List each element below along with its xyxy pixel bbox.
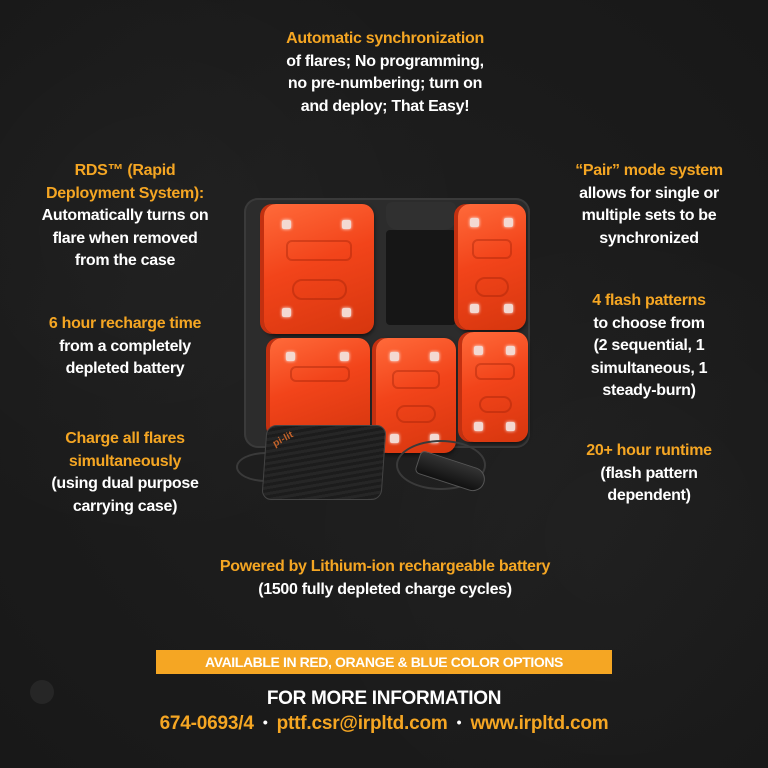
feature-recharge-heading: 6 hour recharge time xyxy=(48,315,202,332)
feature-runtime: 20+ hour runtime (flash pattern dependen… xyxy=(530,440,768,508)
feature-flash-line: to choose from xyxy=(593,314,705,332)
feature-flash-line: steady-burn) xyxy=(602,382,696,399)
feature-battery-heading: Powered by Lithium-ion rechargeable batt… xyxy=(219,558,551,575)
more-info-title: FOR MORE INFORMATION xyxy=(266,688,502,709)
flare-unit xyxy=(376,338,456,453)
contact-email-link[interactable]: pttf.csr@irpltd.com xyxy=(276,713,448,734)
feature-charge-all: Charge all flares simultaneously (using … xyxy=(0,428,250,518)
feature-sync-line: of flares; No programming, xyxy=(286,52,484,70)
feature-charge-line: (using dual purpose xyxy=(51,475,199,492)
color-options-banner: AVAILABLE IN RED, ORANGE & BLUE COLOR OP… xyxy=(156,650,612,674)
feature-flash-patterns: 4 flash patterns to choose from (2 seque… xyxy=(530,290,768,403)
flare-unit xyxy=(264,204,374,334)
feature-recharge-line: depleted battery xyxy=(65,360,185,377)
feature-flash-line: simultaneous, 1 xyxy=(590,359,708,377)
feature-pair-mode: “Pair” mode system allows for single or … xyxy=(530,160,768,250)
feature-flash-line: (2 sequential, 1 xyxy=(593,337,705,354)
contact-line: 674-0693/4 • pttf.csr@irpltd.com • www.i… xyxy=(120,713,648,735)
feature-rds-line: from the case xyxy=(74,252,176,269)
charger-brand-logo: pi-lit xyxy=(271,429,296,450)
separator-dot: • xyxy=(456,714,462,730)
feature-battery: Powered by Lithium-ion rechargeable batt… xyxy=(150,556,620,601)
flare-unit xyxy=(462,332,528,442)
feature-rds: RDS™ (Rapid Deployment System): Automati… xyxy=(0,160,250,273)
charger-cable xyxy=(396,440,486,490)
wall-charger: pi-lit xyxy=(261,425,387,500)
feature-pair-heading: “Pair” mode system xyxy=(575,162,723,179)
feature-rds-line: flare when removed xyxy=(52,229,198,247)
separator-dot: • xyxy=(262,714,268,730)
flare-unit xyxy=(270,338,370,438)
feature-charge-heading: simultaneously xyxy=(68,452,182,470)
product-image: pi-lit xyxy=(236,190,540,520)
feature-rds-line: Automatically turns on xyxy=(41,207,209,224)
handle-opening xyxy=(386,230,456,325)
feature-runtime-line: (flash pattern xyxy=(600,464,698,482)
feature-runtime-heading: 20+ hour runtime xyxy=(586,442,712,459)
feature-recharge-time: 6 hour recharge time from a completely d… xyxy=(0,313,250,381)
feature-pair-line: multiple sets to be xyxy=(581,207,717,224)
feature-battery-line: (1500 fully depleted charge cycles) xyxy=(258,580,512,598)
feature-rds-heading: RDS™ (Rapid xyxy=(74,162,176,179)
feature-pair-line: synchronized xyxy=(599,229,699,247)
contact-website-link[interactable]: www.irpltd.com xyxy=(470,713,609,734)
feature-recharge-line: from a completely xyxy=(59,337,191,355)
contact-phone[interactable]: 674-0693/4 xyxy=(159,713,254,734)
feature-sync-line: no pre-numbering; turn on xyxy=(287,75,483,92)
feature-sync-heading: Automatic synchronization xyxy=(286,30,484,47)
feature-automatic-sync: Automatic synchronization of flares; No … xyxy=(250,28,520,118)
feature-charge-heading: Charge all flares xyxy=(65,430,185,447)
case-handle xyxy=(386,202,456,230)
background-spot xyxy=(30,680,54,704)
feature-sync-line: and deploy; That Easy! xyxy=(300,97,470,115)
feature-rds-heading: Deployment System): xyxy=(46,184,204,202)
feature-charge-line: carrying case) xyxy=(72,497,178,515)
feature-pair-line: allows for single or xyxy=(579,184,719,202)
feature-runtime-line: dependent) xyxy=(607,487,691,504)
flare-unit xyxy=(458,204,526,330)
feature-flash-heading: 4 flash patterns xyxy=(592,292,706,309)
